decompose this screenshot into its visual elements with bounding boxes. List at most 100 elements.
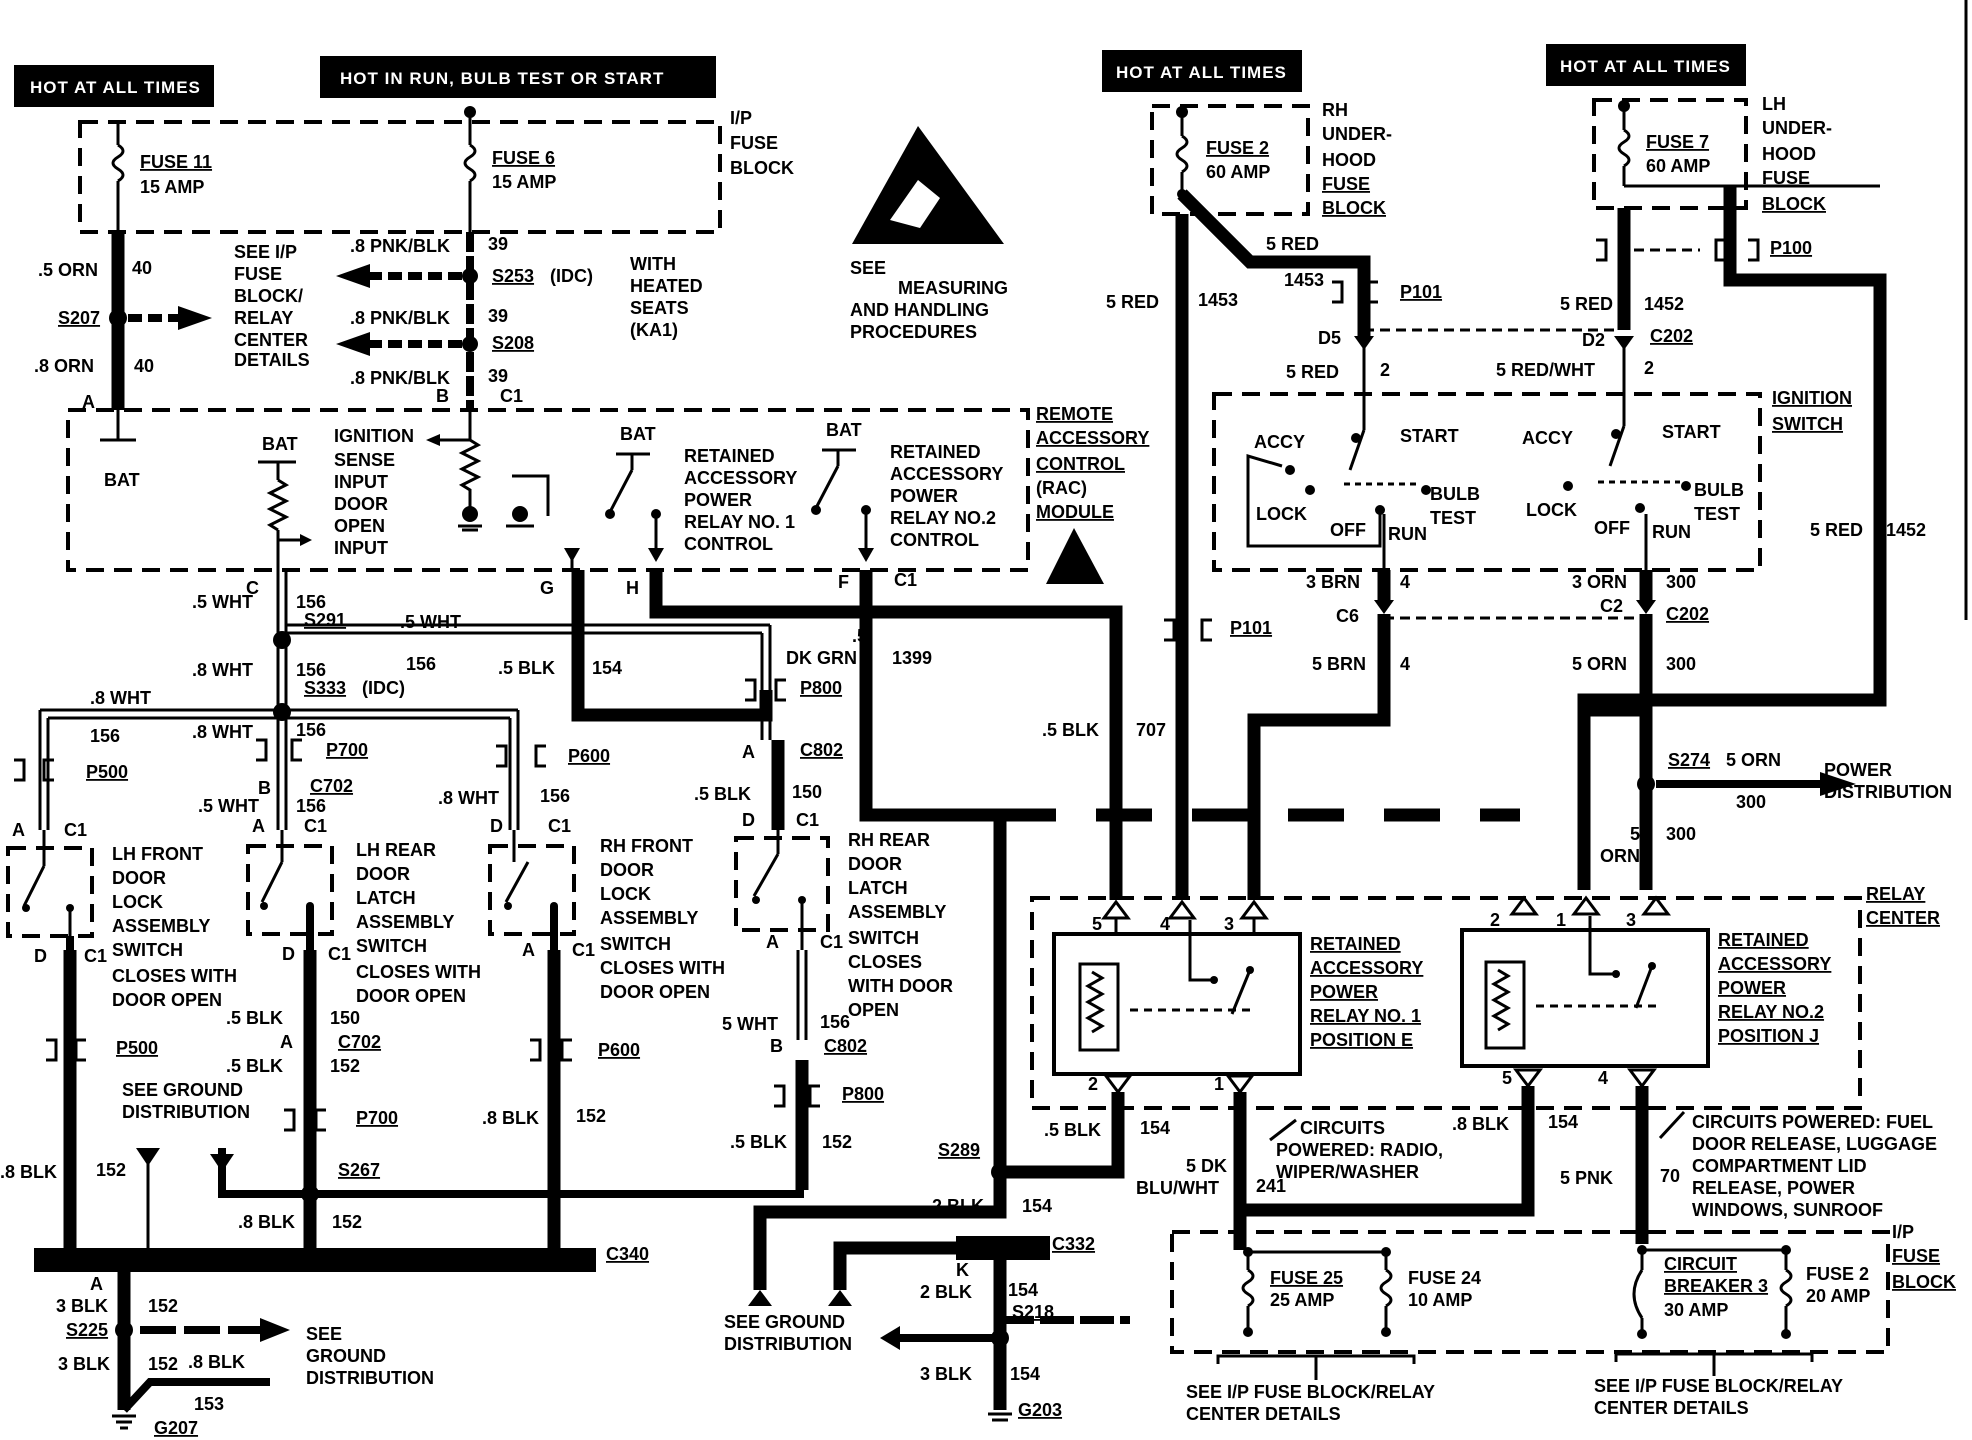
- diagram-label: 154: [1022, 1196, 1052, 1216]
- fuse-25: FUSE 25 25 AMP: [1241, 1247, 1386, 1337]
- diagram-label: PROCEDURES: [850, 322, 977, 342]
- diagram-label: DOOR: [112, 868, 166, 888]
- diagram-label: OFF: [1594, 518, 1630, 538]
- lh-front-switch-label: LH FRONT DOOR LOCK ASSEMBLY SWITCH CLOSE…: [112, 844, 237, 1010]
- diagram-label: SWITCH: [356, 936, 427, 956]
- diagram-label: 156: [296, 796, 326, 816]
- diagram-label: B: [770, 1036, 783, 1056]
- ignition-switch-left[interactable]: ACCY START LOCK OFF RUN BULB TEST: [1246, 400, 1480, 570]
- see-ip-relay-details-2: SEE I/P FUSE BLOCK/RELAY CENTER DETAILS: [1594, 1376, 1843, 1418]
- diagram-label: CENTER DETAILS: [1594, 1398, 1749, 1418]
- diagram-label: 152: [148, 1296, 178, 1316]
- diagram-label: 5 RED: [1266, 234, 1319, 254]
- diagram-label: ACCESSORY: [1036, 428, 1149, 448]
- diagram-label: G203: [1018, 1400, 1062, 1420]
- fuse-2-60a: FUSE 2 60 AMP: [1175, 106, 1270, 199]
- diagram-label: FUSE 6: [492, 148, 555, 168]
- diagram-label: F: [838, 572, 849, 592]
- circuit-breaker-3: CIRCUIT BREAKER 3 30 AMP: [1632, 1245, 1786, 1339]
- diagram-label: C1: [328, 944, 351, 964]
- diagram-label: 4: [1400, 654, 1410, 674]
- wire-707: [649, 570, 1123, 900]
- diagram-label: SEE: [306, 1324, 342, 1344]
- diagram-label: ACCY: [1522, 428, 1573, 448]
- diagram-label: RETAINED: [890, 442, 981, 462]
- diagram-label: P500: [116, 1038, 158, 1058]
- diagram-label: C802: [824, 1036, 867, 1056]
- diagram-label: UNDER-: [1762, 118, 1832, 138]
- wire-154-relay2: [1240, 1086, 1535, 1217]
- diagram-label: DOOR OPEN: [600, 982, 710, 1002]
- lh-front-door-lock-switch[interactable]: [6, 830, 94, 950]
- diagram-label: BLOCK: [1892, 1272, 1956, 1292]
- diagram-label: BLOCK/: [234, 286, 303, 306]
- fuse-7-60a: FUSE 7 60 AMP: [1617, 100, 1880, 188]
- diagram-label: 5: [1502, 1068, 1512, 1088]
- diagram-label: CLOSES WITH: [112, 966, 237, 986]
- diagram-label: SEE I/P FUSE BLOCK/RELAY: [1594, 1376, 1843, 1396]
- diagram-label: LOCK: [112, 892, 163, 912]
- diagram-label: HOT AT ALL TIMES: [30, 78, 201, 97]
- diagram-label: FUSE 2: [1206, 138, 1269, 158]
- diagram-label: 152: [822, 1132, 852, 1152]
- diagram-label: 154: [1010, 1364, 1040, 1384]
- diagram-label: 156: [296, 592, 326, 612]
- diagram-label: P101: [1400, 282, 1442, 302]
- diagram-label: LOCK: [1256, 504, 1307, 524]
- diagram-label: CLOSES WITH: [356, 962, 481, 982]
- diagram-label: G207: [154, 1418, 198, 1438]
- diagram-label: IGNITION: [1772, 388, 1852, 408]
- lh-rear-door-latch-switch[interactable]: [246, 830, 334, 950]
- banner-hot-at-all-times-left: HOT AT ALL TIMES: [14, 65, 214, 107]
- diagram-label: S274: [1668, 750, 1710, 770]
- diagram-label: (IDC): [550, 266, 593, 286]
- diagram-label: DISTRIBUTION: [306, 1368, 434, 1388]
- diagram-label: C1: [84, 946, 107, 966]
- diagram-label: RUN: [1652, 522, 1691, 542]
- connector-p800-top: P800: [745, 678, 842, 702]
- diagram-label: CONTROL: [1036, 454, 1125, 474]
- diagram-label: 3 BLK: [56, 1296, 108, 1316]
- ignition-switch-label: IGNITION SWITCH: [1772, 388, 1852, 434]
- diagram-label: .8 BLK: [1452, 1114, 1509, 1134]
- splice-s207-dot: [109, 309, 127, 327]
- diagram-label: 30 AMP: [1664, 1300, 1728, 1320]
- diagram-label: 300: [1666, 654, 1696, 674]
- diagram-label: MEASURING: [898, 278, 1008, 298]
- diagram-label: SEE: [850, 258, 886, 278]
- ignition-sense-label: IGNITION SENSE INPUT DOOR OPEN INPUT: [334, 426, 414, 558]
- diagram-label: FUSE: [234, 264, 282, 284]
- diagram-label: C1: [548, 816, 571, 836]
- diagram-label: .5 WHT: [192, 592, 253, 612]
- diagram-label: .5 BLK: [1042, 720, 1099, 740]
- diagram-label: SWITCH: [1772, 414, 1843, 434]
- diagram-label: 39: [488, 366, 508, 386]
- diagram-label: 39: [488, 234, 508, 254]
- diagram-label: FUSE: [1762, 168, 1810, 188]
- diagram-label: WINDOWS, SUNROOF: [1692, 1200, 1883, 1220]
- diagram-label: POWERED: RADIO,: [1276, 1140, 1443, 1160]
- diagram-label: 5 WHT: [722, 1014, 778, 1034]
- relay-1-label: RETAINED ACCESSORY POWER RELAY NO. 1 POS…: [1310, 934, 1423, 1050]
- diagram-label: 60 AMP: [1646, 156, 1710, 176]
- diagram-label: ASSEMBLY: [848, 902, 946, 922]
- rh-front-door-lock-switch[interactable]: [488, 830, 576, 950]
- diagram-label: 152: [148, 1354, 178, 1374]
- ignition-switch-right[interactable]: ACCY START LOCK OFF RUN BULB TEST: [1522, 400, 1744, 570]
- fuse-24: FUSE 24 10 AMP: [1379, 1247, 1481, 1337]
- diagram-label: 3 BLK: [920, 1364, 972, 1384]
- diagram-label: FUSE: [1892, 1246, 1940, 1266]
- diagram-label: BULB: [1694, 480, 1744, 500]
- diagram-label: P600: [598, 1040, 640, 1060]
- diagram-label: CLOSES: [848, 952, 922, 972]
- diagram-label: 152: [330, 1056, 360, 1076]
- diagram-label: BLOCK: [1322, 198, 1386, 218]
- diagram-label: 5 RED: [1810, 520, 1863, 540]
- rh-rear-door-latch-switch[interactable]: [734, 830, 830, 950]
- diagram-label: 154: [1008, 1280, 1038, 1300]
- diagram-label: WIPER/WASHER: [1276, 1162, 1419, 1182]
- relay1-control-label: RETAINED ACCESSORY POWER RELAY NO. 1 CON…: [684, 446, 797, 554]
- diagram-label: ACCESSORY: [890, 464, 1003, 484]
- diagram-label: FUSE 11: [140, 152, 212, 172]
- diagram-label: RUN: [1388, 524, 1427, 544]
